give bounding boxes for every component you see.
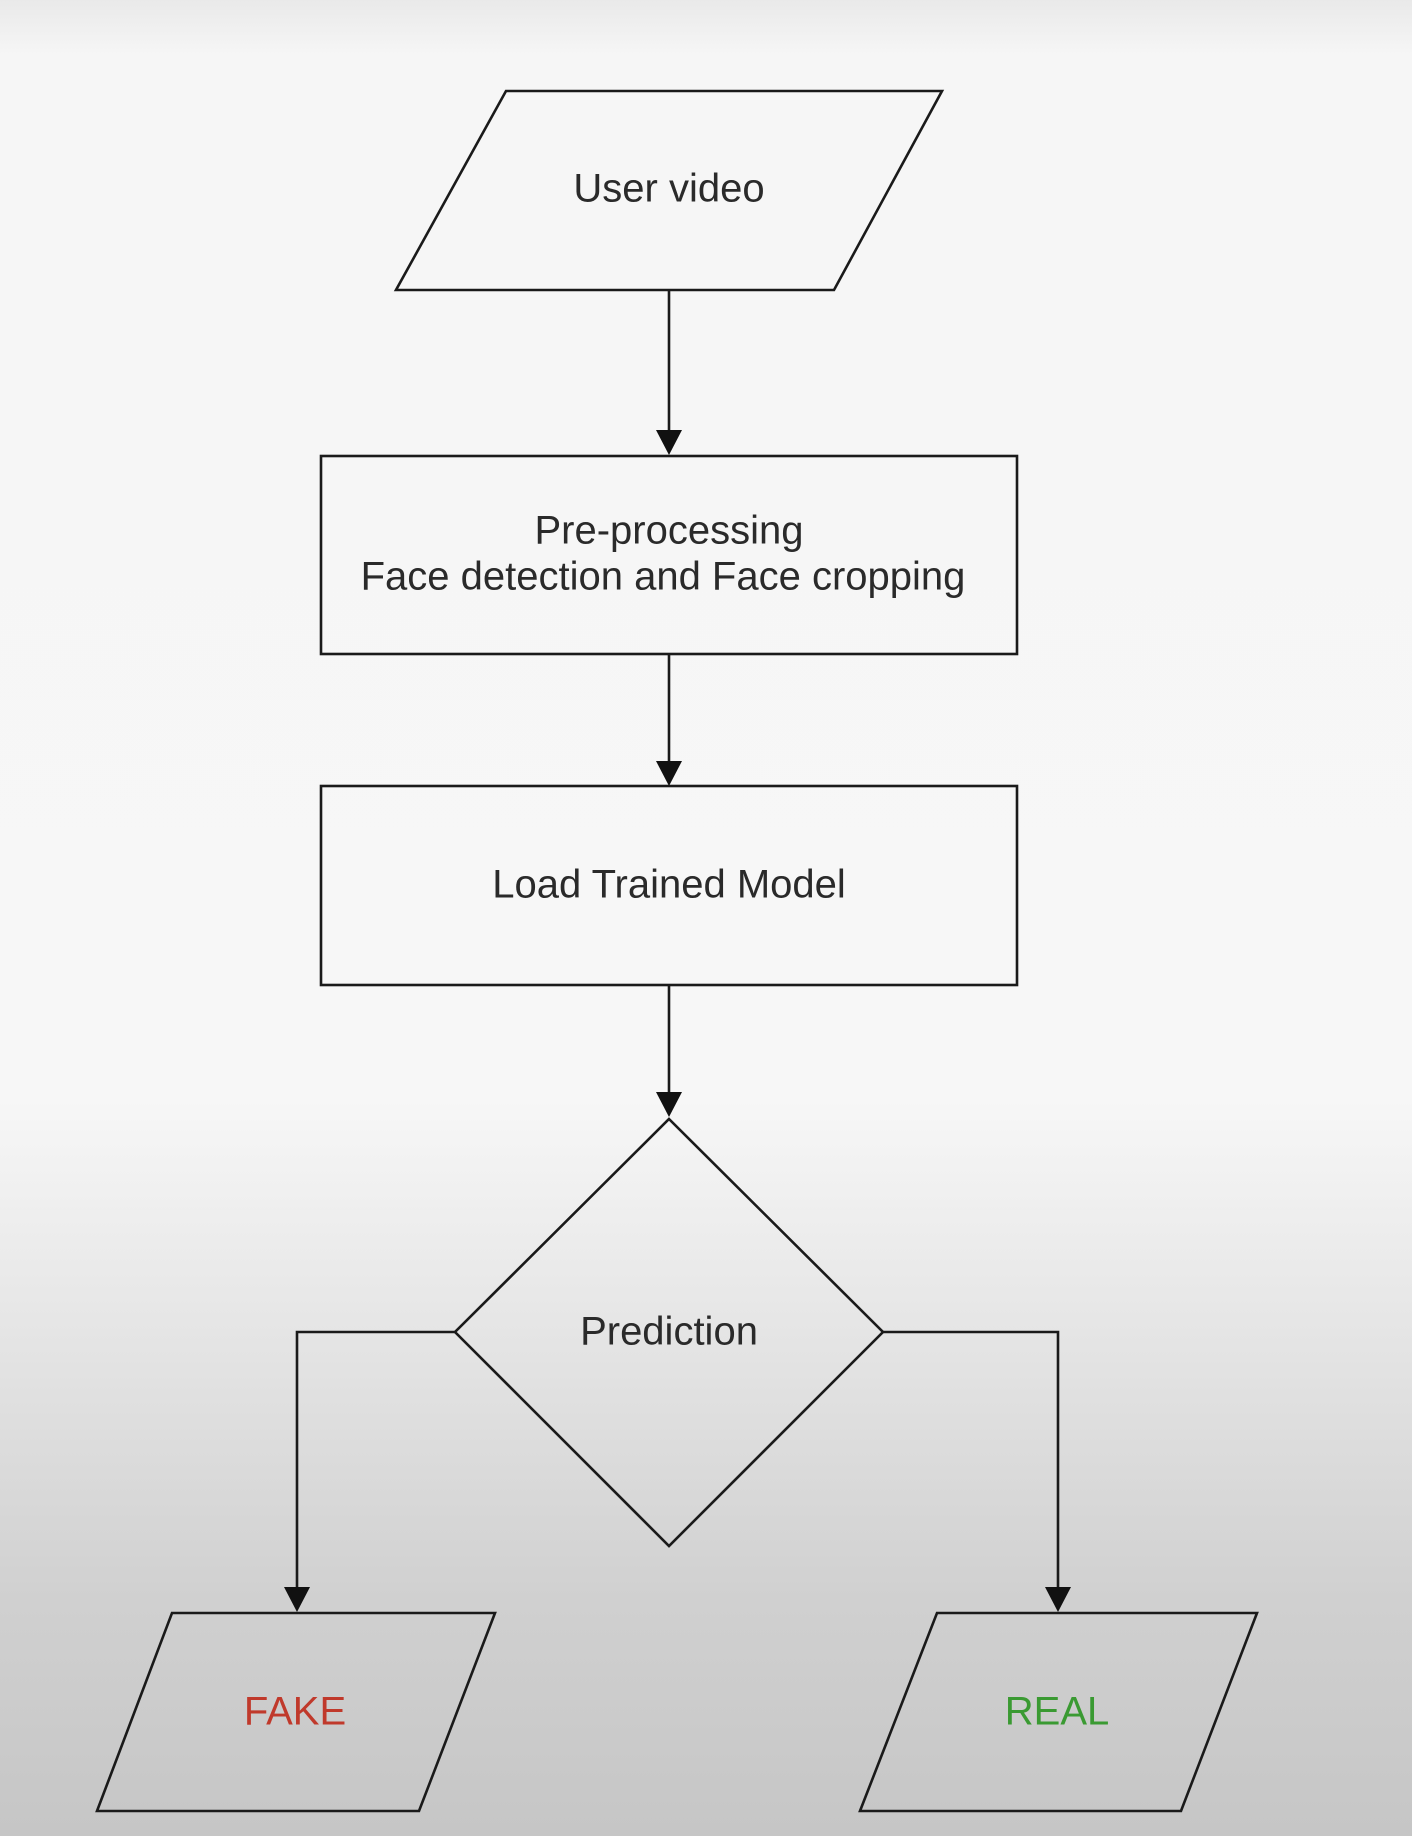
decision-node: Prediction xyxy=(453,1117,885,1548)
fake-label: FAKE xyxy=(244,1690,346,1734)
input-node: User video xyxy=(393,89,945,292)
preprocess-node: Pre-processing Face detection and Face c… xyxy=(319,454,1019,656)
fake-node: FAKE xyxy=(95,1611,497,1813)
preprocess-title: Pre-processing xyxy=(534,509,803,553)
decision-label: Prediction xyxy=(580,1310,758,1354)
preprocess-subtitle: Face detection and Face cropping xyxy=(361,555,966,599)
edge-preprocess-to-model xyxy=(656,654,682,786)
real-label: REAL xyxy=(1005,1690,1110,1734)
real-node: REAL xyxy=(858,1611,1259,1813)
edge-decision-to-fake xyxy=(284,1330,455,1612)
edge-model-to-decision xyxy=(656,985,682,1117)
input-label: User video xyxy=(573,167,764,211)
model-label: Load Trained Model xyxy=(492,863,846,907)
edge-input-to-preprocess xyxy=(656,290,682,455)
model-node: Load Trained Model xyxy=(319,784,1019,987)
edge-decision-to-real xyxy=(883,1330,1071,1612)
